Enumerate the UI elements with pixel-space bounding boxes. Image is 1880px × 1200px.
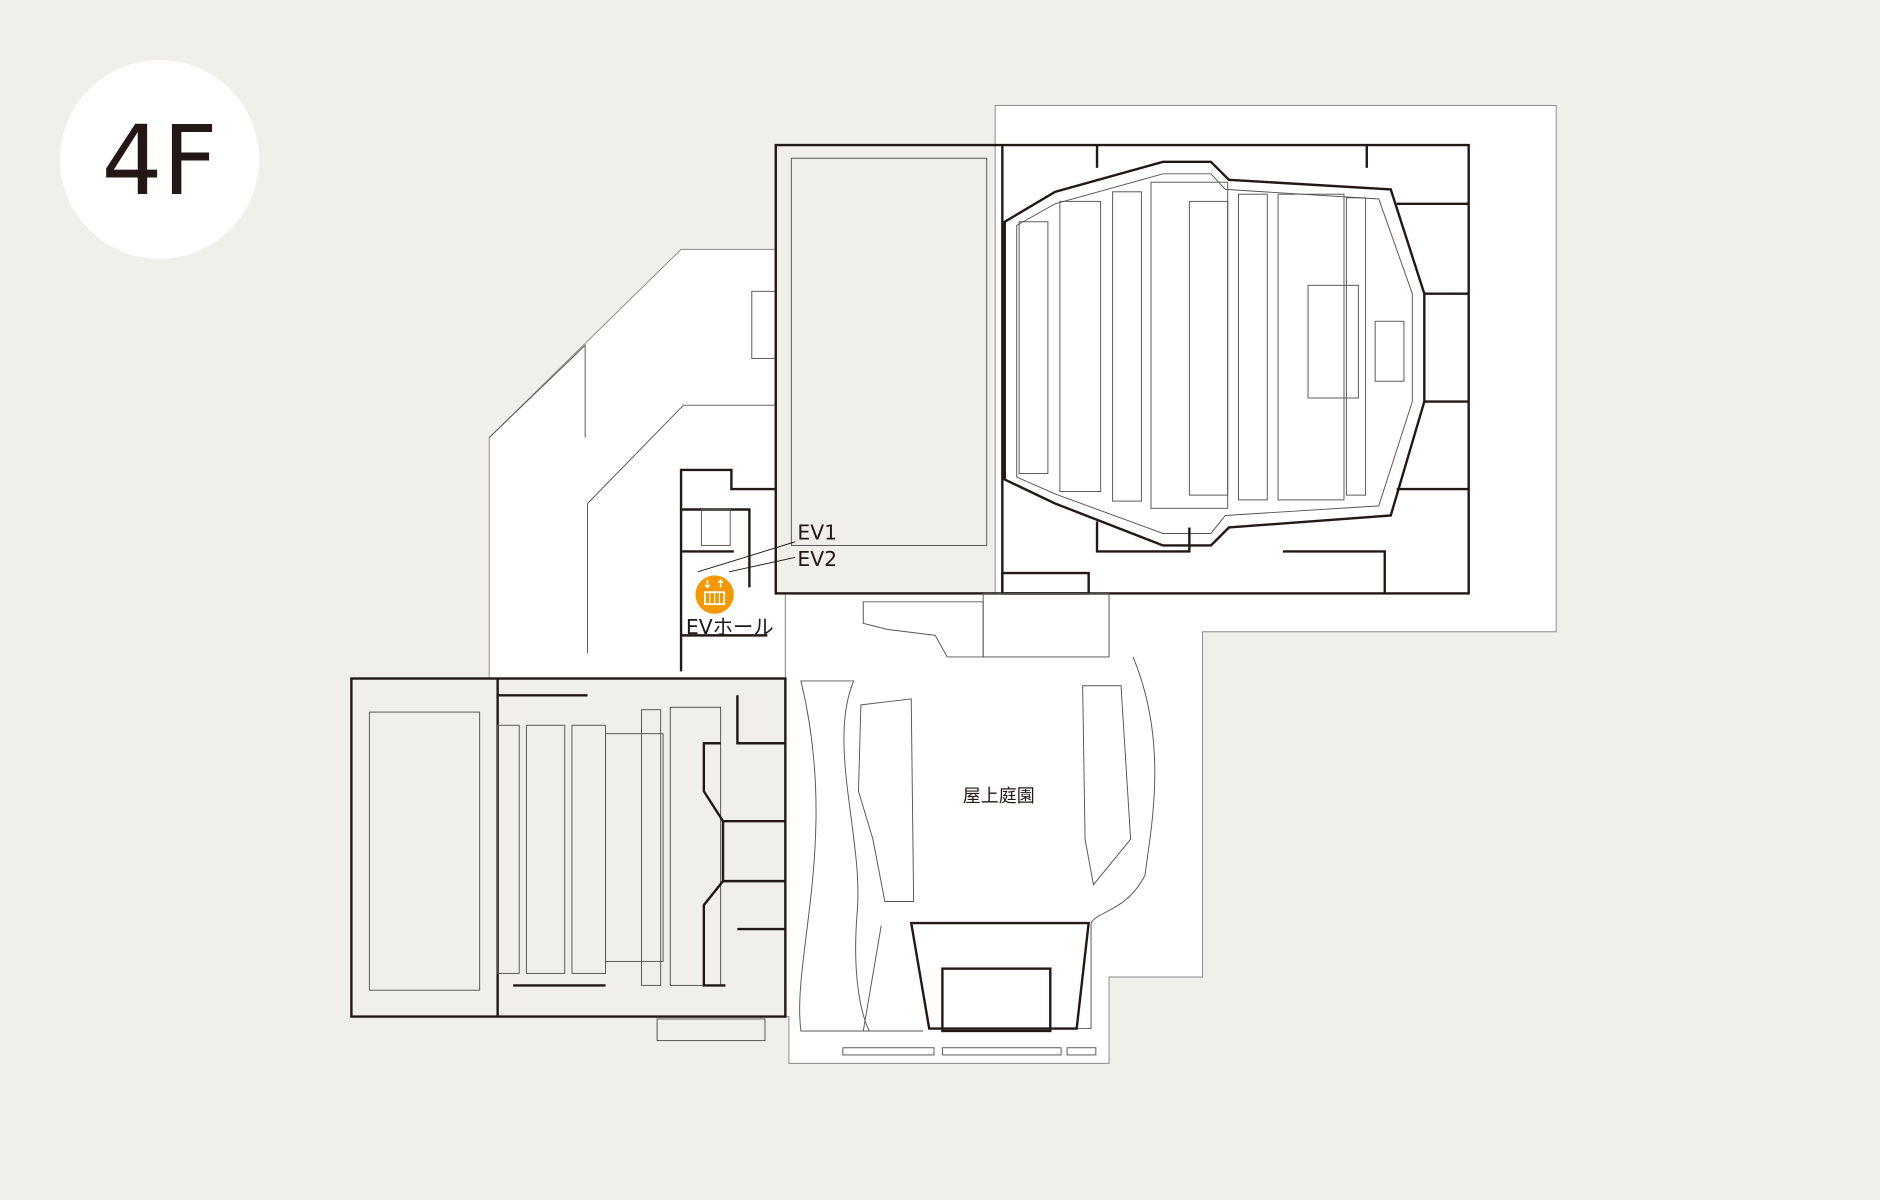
rooftop-garden <box>799 592 1156 1056</box>
ev1-label: EV1 <box>797 520 837 544</box>
floor-badge: 4F <box>60 59 260 259</box>
ev-hall-label: EVホール <box>686 615 774 639</box>
main-hall <box>774 143 1470 595</box>
small-hall <box>350 677 787 1042</box>
floor-label: 4F <box>101 105 217 217</box>
ev2-label: EV2 <box>797 547 837 571</box>
rooftop-garden-label: 屋上庭園 <box>963 786 1035 807</box>
elevator-icon[interactable] <box>695 575 734 614</box>
elevator-core: EV1 EV2 EVホール <box>679 468 837 672</box>
